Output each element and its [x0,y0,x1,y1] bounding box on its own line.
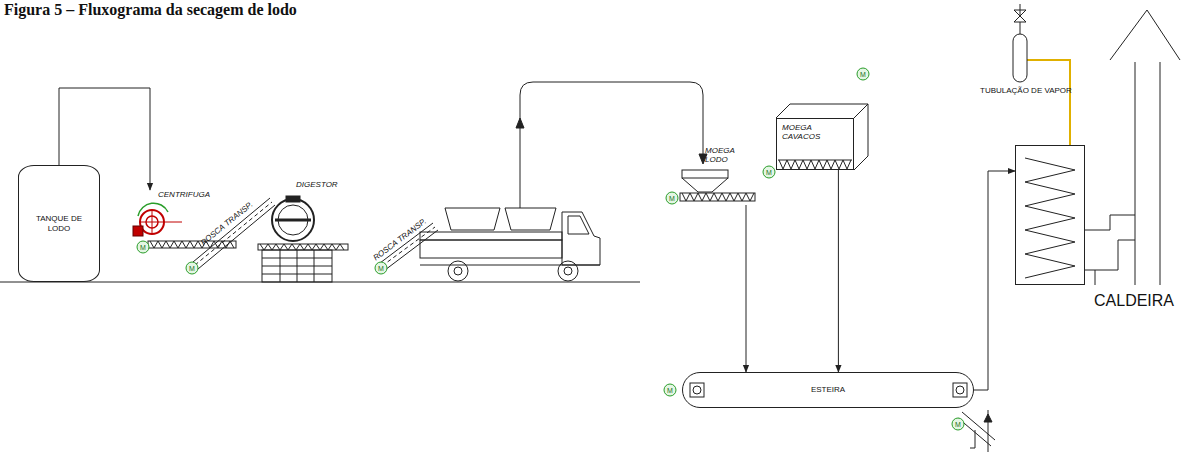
node-label: ESTEIRA [811,385,845,394]
chimney-symbol [1085,10,1180,285]
transport-line [520,82,703,208]
hopper-symbol [680,170,755,201]
node-label: MOEGA CAVACOS [782,123,832,141]
boiler: CALDEIRA [1015,145,1085,285]
boiler-coil [1025,158,1075,278]
digestor: DIGESTOR [262,180,342,242]
node-label: CENTRIFUGA [158,190,210,199]
motor-label: M [140,244,146,251]
flow-connector [974,171,1015,390]
node-label: DIGESTOR [296,180,338,189]
part-label: TUBULAÇÃO DE VAPOR [980,87,1072,95]
arrow-head [516,118,524,128]
node-label: TANQUE DE LODO [29,214,89,232]
flow-connector [59,88,150,190]
flow-connector [746,205,747,372]
motor-symbols [137,68,964,430]
inclined-conveyor [958,410,995,452]
conveyor-belt: ESTEIRA [682,372,974,408]
motor-label: M [669,195,675,202]
steam-pipe [1013,4,1070,145]
motor-label: M [189,265,195,272]
boiler-label: CALDEIRA [1094,292,1174,310]
belt-roller [690,383,967,397]
chip-hopper: MOEGA CAVACOS [776,118,854,170]
centrifuge: CENTRIFUGA [128,190,215,242]
sludge-hopper: MOEGA LODO [678,146,758,205]
digestor-symbol [258,196,348,282]
motor-label: M [766,169,772,176]
tank: TANQUE DE LODO [18,165,100,282]
truck-symbol [420,208,600,281]
hopper-symbol [776,104,868,170]
motor-label: M [667,387,673,394]
motor-label: M [378,265,384,272]
flow-connector [838,170,839,372]
motor-label: M [860,71,866,78]
node-label: MOEGA LODO [705,146,741,164]
motor-label: M [955,421,961,428]
part-label: ROSCA TRANSP. [200,201,255,248]
figure-title: Figura 5 – Fluxograma da secagem de lodo [4,1,297,19]
